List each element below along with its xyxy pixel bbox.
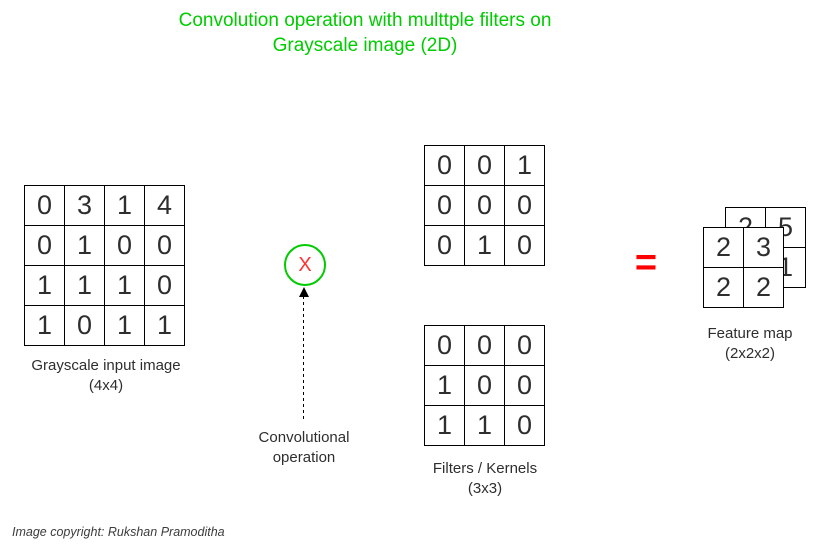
grid-cell: 1 (464, 225, 505, 266)
grid-cell: 0 (424, 145, 465, 186)
grid-cell: 0 (144, 225, 185, 266)
grid-cell: 0 (504, 405, 545, 446)
grid-cell: 1 (504, 145, 545, 186)
filters-sublabel: (3x3) (467, 480, 503, 497)
grid-cell: 0 (464, 365, 505, 406)
grid-cell: 0 (64, 305, 105, 346)
grid-cell: 3 (64, 185, 105, 226)
grid-cell: 0 (504, 365, 545, 406)
grid-cell: 2 (703, 227, 744, 268)
input-image-sublabel: (4x4) (88, 377, 124, 394)
grid-cell: 1 (24, 265, 65, 306)
grid-cell: 3 (743, 227, 784, 268)
multiply-symbol: X (298, 253, 312, 276)
feature-map-label: Feature map (707, 325, 793, 342)
grid-cell: 0 (504, 325, 545, 366)
grid-cell: 2 (703, 267, 744, 308)
convolution-operation-caption: Convolutional operation (225, 428, 383, 468)
feature-map-sublabel: (2x2x2) (724, 345, 776, 362)
grid-cell: 1 (104, 305, 145, 346)
grid-cell: 1 (424, 365, 465, 406)
grid-cell: 0 (144, 265, 185, 306)
grid-cell: 0 (104, 225, 145, 266)
grid-cell: 0 (464, 325, 505, 366)
dashed-arrow-line (303, 296, 305, 420)
grid-cell: 0 (424, 325, 465, 366)
equals-sign: = (634, 242, 658, 284)
grid-cell: 1 (24, 305, 65, 346)
diagram-title-line1: Convolution operation with multtple filt… (178, 10, 552, 31)
grid-cell: 1 (144, 305, 185, 346)
diagram-title-line2: Grayscale image (2D) (272, 35, 458, 56)
grid-cell: 0 (24, 185, 65, 226)
grid-cell: 0 (464, 145, 505, 186)
grid-cell: 0 (424, 225, 465, 266)
grid-cell: 0 (504, 185, 545, 226)
grid-cell: 0 (24, 225, 65, 266)
convolution-operator-circle: X (284, 244, 326, 286)
grid-cell: 4 (144, 185, 185, 226)
input-image-label: Grayscale input image (31, 357, 181, 374)
grid-cell: 1 (104, 265, 145, 306)
arrow-head-icon (299, 287, 309, 297)
grid-cell: 0 (424, 185, 465, 226)
convolution-operation-label-line2: operation (272, 449, 336, 466)
grid-cell: 2 (743, 267, 784, 308)
filters-caption: Filters / Kernels (3x3) (403, 459, 567, 499)
grid-cell: 1 (64, 225, 105, 266)
grid-cell: 1 (64, 265, 105, 306)
grid-cell: 1 (464, 405, 505, 446)
copyright-text: Image copyright: Rukshan Pramoditha (12, 525, 225, 539)
feature-map-caption: Feature map (2x2x2) (688, 324, 812, 364)
grid-cell: 1 (424, 405, 465, 446)
diagram-title: Convolution operation with multtple filt… (120, 8, 610, 58)
grid-cell: 0 (504, 225, 545, 266)
grid-cell: 0 (464, 185, 505, 226)
convolution-operation-label-line1: Convolutional (258, 429, 350, 446)
grid-cell: 1 (104, 185, 145, 226)
input-image-caption: Grayscale input image (4x4) (18, 356, 194, 396)
filters-label: Filters / Kernels (432, 460, 538, 477)
